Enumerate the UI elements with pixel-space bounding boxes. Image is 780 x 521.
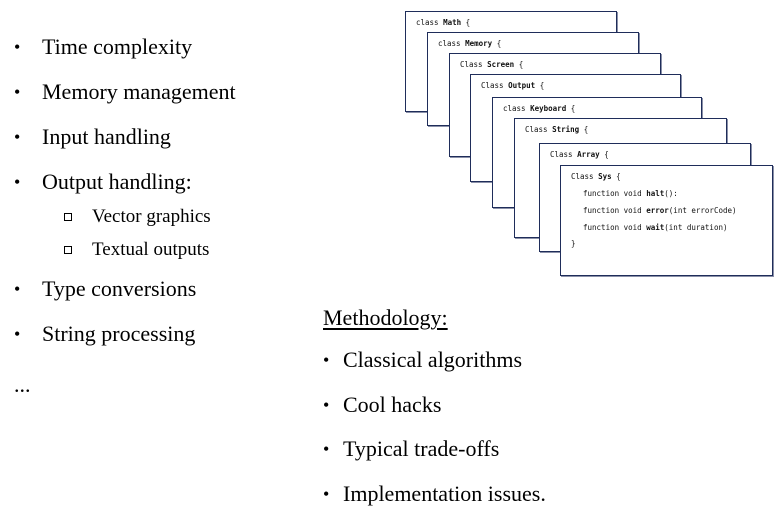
card-header: class Math { [416,18,470,27]
bullet-dot: • [323,477,329,511]
methodology-label: Cool hacks [343,392,441,417]
topic-item: • Input handling [14,120,236,165]
topic-label: Memory management [42,79,236,104]
sub-topic-label: Vector graphics [92,206,211,227]
card-header: class Memory { [438,39,501,48]
sub-topic-item: Vector graphics [14,200,236,233]
bullet-dot: • [323,388,329,422]
bullet-dot: • [14,75,20,109]
closing-brace: } [571,239,576,248]
output-sub-list: Vector graphics Textual outputs [14,200,236,266]
ellipsis: ... [14,370,31,400]
methodology-item: • Typical trade-offs [323,432,546,477]
bullet-dot: • [14,120,20,154]
methodology-item: • Classical algorithms [323,343,546,388]
topic-label: String processing [42,321,195,346]
card-header: Class Sys { [571,172,621,181]
methodology-label: Classical algorithms [343,347,522,372]
methodology-section: Methodology: • Classical algorithms • Cool… [323,301,546,521]
topic-item: • Time complexity [14,30,236,75]
code-line: function void error(int errorCode) [583,206,737,215]
bullet-dot: • [14,272,20,306]
sub-topic-label: Textual outputs [92,239,209,260]
sub-topic-group: Vector graphics Textual outputs [14,200,236,272]
code-card-sys: Class Sys { function void halt(): functi… [560,165,773,276]
sub-topic-item: Textual outputs [14,233,236,266]
topic-label: Time complexity [42,34,192,59]
topic-label: Output handling: [42,169,192,194]
methodology-list: • Classical algorithms • Cool hacks • Typic… [323,343,546,521]
card-header: Class String { [525,125,588,134]
methodology-label: Typical trade-offs [343,436,499,461]
methodology-item: • Cool hacks [323,388,546,433]
code-line: function void wait(int duration) [583,223,728,232]
card-header: class Keyboard { [503,104,575,113]
topic-item: • Type conversions [14,272,236,317]
checkbox-square-icon [64,213,72,221]
methodology-item: • Implementation issues. [323,477,546,521]
code-line: function void halt(): [583,189,678,198]
card-header: Class Screen { [460,60,523,69]
bullet-dot: • [323,343,329,377]
bullet-dot: • [323,432,329,466]
methodology-label: Implementation issues. [343,481,546,506]
checkbox-square-icon [64,246,72,254]
topic-label: Type conversions [42,276,196,301]
bullet-dot: • [14,30,20,64]
topic-label: Input handling [42,124,171,149]
card-header: Class Output { [481,81,544,90]
bullet-dot: • [14,165,20,199]
topics-list: • Time complexity • Memory management • Inp… [14,30,236,362]
bullet-dot: • [14,317,20,351]
topic-item: • Memory management [14,75,236,120]
card-header: Class Array { [550,150,609,159]
topic-item: • String processing [14,317,236,362]
methodology-heading: Methodology: [323,301,546,335]
